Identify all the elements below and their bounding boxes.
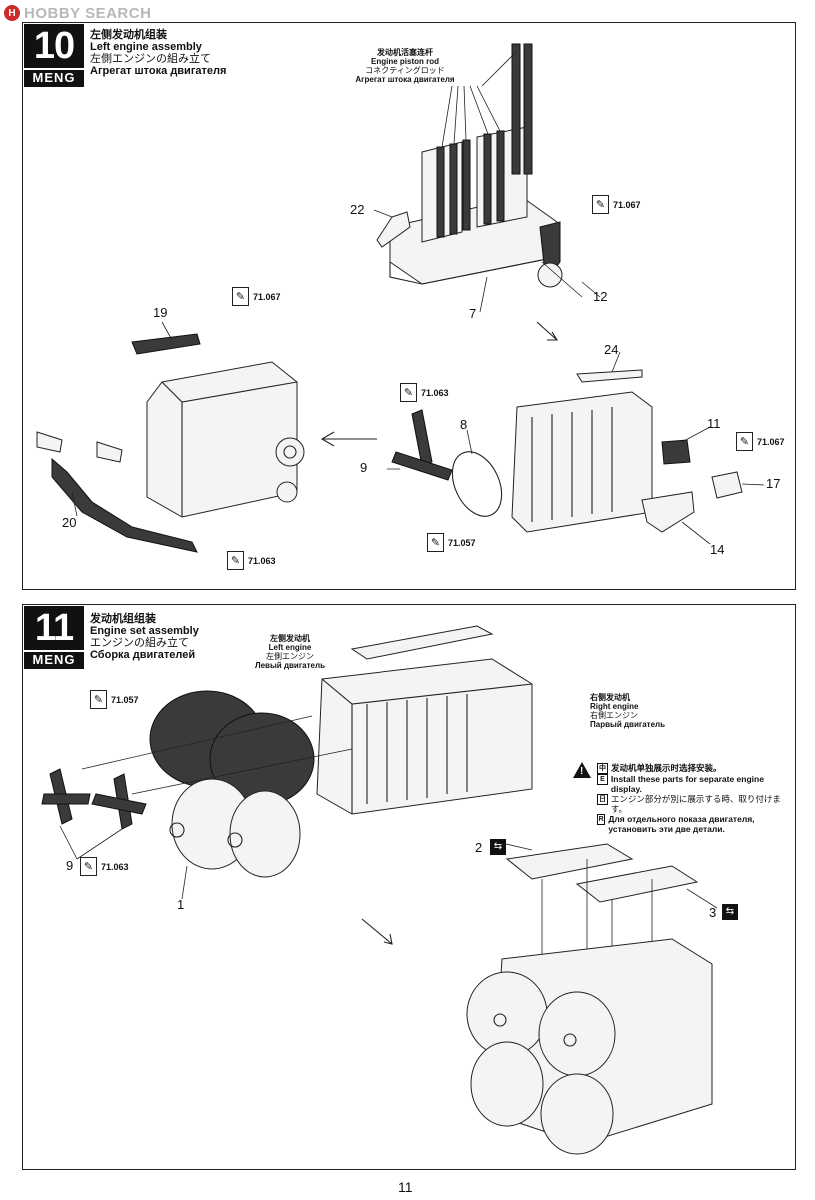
engine-block-top bbox=[389, 43, 558, 285]
part-22-shape bbox=[376, 211, 411, 248]
paintbrush-icon: ✎ bbox=[400, 383, 417, 402]
left-engine-complete bbox=[36, 333, 305, 553]
part-number-8: 8 bbox=[460, 417, 468, 432]
part-9-fans bbox=[41, 768, 147, 830]
part-1-wheel-b bbox=[229, 790, 301, 878]
paint-callout-71063-a: ✎ 71.063 bbox=[400, 383, 449, 402]
engine-set-assembled bbox=[466, 938, 713, 1155]
step-11-title-ja: エンジンの組み立て bbox=[90, 637, 189, 649]
note-en: Install these parts for separate engine … bbox=[610, 774, 764, 794]
part-number-3-s11: 3 bbox=[709, 905, 717, 920]
step-11-brand: MENG bbox=[24, 650, 84, 669]
piston-rod-label-zh: 发动机活塞连杆 bbox=[377, 48, 433, 57]
part-8-belt bbox=[451, 451, 503, 517]
note-zh: 发动机单独展示时选择安装。 bbox=[611, 763, 722, 773]
paint-callout-71057-s11: ✎ 71.057 bbox=[90, 690, 139, 709]
piston-rod-label-en: Engine piston rod bbox=[371, 57, 439, 66]
step-11-title-zh: 发动机组组装 bbox=[90, 613, 156, 625]
paintbrush-icon: ✎ bbox=[592, 195, 609, 214]
paint-callout-71067-c: ✎ 71.067 bbox=[736, 432, 785, 451]
paint-callout-71063-b: ✎ 71.063 bbox=[227, 551, 276, 570]
part-number-2-s11: 2 bbox=[475, 840, 483, 855]
part-number-17: 17 bbox=[766, 476, 781, 491]
part-number-9: 9 bbox=[360, 460, 368, 475]
site-logo-mark: H bbox=[4, 5, 20, 21]
paint-callout-71067-a: ✎ 71.067 bbox=[592, 195, 641, 214]
step-11-number: 11 bbox=[34, 607, 74, 649]
piston-rod-label-ru: Агрегат штока двигателя bbox=[355, 75, 455, 84]
site-logo-text: HOBBY SEARCH bbox=[24, 4, 152, 22]
part-3-plate bbox=[575, 865, 699, 903]
separate-display-icon: ⇆ bbox=[490, 839, 506, 855]
step-10-brand: MENG bbox=[24, 68, 84, 87]
step-10-badge: 10 MENG bbox=[24, 24, 84, 87]
part-number-12: 12 bbox=[593, 289, 608, 304]
separate-display-icon: ⇆ bbox=[722, 904, 738, 920]
paintbrush-icon: ✎ bbox=[232, 287, 249, 306]
note-ru: Для отдельного показа двигателя, установ… bbox=[608, 814, 755, 834]
flow-arrow-2 bbox=[361, 918, 393, 945]
engine-set-top bbox=[316, 625, 533, 815]
part-number-22: 22 bbox=[350, 202, 365, 217]
step-10-number: 10 bbox=[33, 25, 75, 67]
part-number-7: 7 bbox=[469, 306, 477, 321]
paint-callout-71063-s11: ✎ 71.063 bbox=[80, 857, 129, 876]
step-11-title-block: 发动机组组装 Engine set assembly エンジンの組み立て Сбо… bbox=[90, 613, 310, 661]
part-17-shape bbox=[711, 471, 743, 499]
part-number-24: 24 bbox=[604, 342, 619, 357]
part-number-20: 20 bbox=[62, 515, 77, 530]
part-11-hose bbox=[661, 439, 691, 465]
paintbrush-icon: ✎ bbox=[90, 690, 107, 709]
part-12-pump bbox=[537, 262, 563, 288]
page-number: 11 bbox=[398, 1179, 413, 1195]
part-number-14: 14 bbox=[710, 542, 725, 557]
piston-rods bbox=[436, 43, 533, 238]
note-ja: エンジン部分が別に展示する時、取り付けます。 bbox=[610, 794, 781, 814]
step-10-title-ru: Агрегат штока двигателя bbox=[90, 65, 227, 77]
piston-rod-label-ja: コネクティングロッド bbox=[365, 66, 445, 75]
step-11-badge: 11 MENG bbox=[24, 606, 84, 669]
paintbrush-icon: ✎ bbox=[227, 551, 244, 570]
part-20-hose bbox=[51, 457, 198, 553]
paintbrush-icon: ✎ bbox=[736, 432, 753, 451]
flow-arrow-1 bbox=[536, 321, 558, 341]
step-10-title-en: Left engine assembly bbox=[90, 41, 202, 53]
step-11-title-en: Engine set assembly bbox=[90, 625, 199, 637]
step-11-illustration bbox=[41, 625, 718, 1155]
part-24-pipe bbox=[576, 369, 643, 383]
piston-rod-label: 发动机活塞连杆 Engine piston rod コネクティングロッド Агр… bbox=[340, 48, 470, 84]
engine-block-assembled bbox=[511, 369, 743, 533]
paintbrush-icon: ✎ bbox=[427, 533, 444, 552]
step-10-title-ja: 左側エンジンの組み立て bbox=[90, 53, 211, 65]
site-logo: H HOBBY SEARCH bbox=[4, 4, 151, 22]
part-number-9-s11: 9 bbox=[66, 858, 74, 873]
part-19-hose bbox=[131, 333, 201, 355]
warning-icon bbox=[573, 762, 591, 778]
part-number-1-s11: 1 bbox=[177, 897, 185, 912]
step-10-title-block: 左侧发动机组装 Left engine assembly 左側エンジンの組み立て… bbox=[90, 29, 350, 77]
step-11-title-ru: Сборка двигателей bbox=[90, 649, 196, 661]
right-engine-label: 右侧发动机 Right engine 右側エンジン Парвый двигате… bbox=[590, 693, 666, 729]
step-10-illustration bbox=[36, 43, 765, 553]
flow-arrow-left bbox=[320, 431, 377, 447]
part-9-fan bbox=[391, 409, 453, 481]
step-10-title-zh: 左侧发动机组装 bbox=[90, 29, 167, 41]
paintbrush-icon: ✎ bbox=[80, 857, 97, 876]
paint-callout-71057: ✎ 71.057 bbox=[427, 533, 476, 552]
part-number-11: 11 bbox=[707, 416, 721, 431]
part-number-19: 19 bbox=[153, 305, 168, 320]
left-engine-label: 左侧发动机 Left engine 左側エンジン Левый двигатель bbox=[254, 634, 325, 670]
part-2-plate bbox=[505, 843, 634, 880]
paint-callout-71067-b: ✎ 71.067 bbox=[232, 287, 281, 306]
part-14-shape bbox=[641, 491, 695, 533]
